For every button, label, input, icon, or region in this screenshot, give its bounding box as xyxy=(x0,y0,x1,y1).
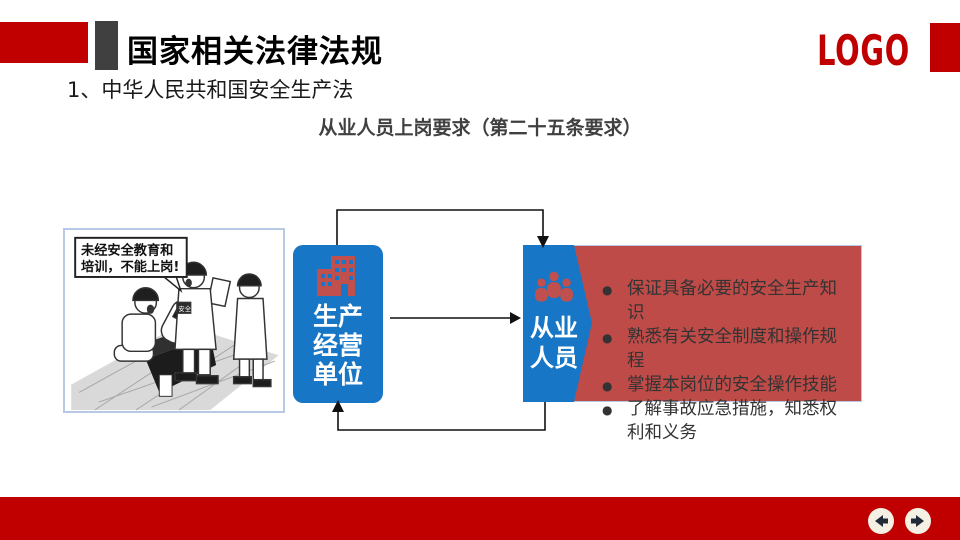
footer-bar xyxy=(0,497,960,540)
arrowhead-right xyxy=(510,312,521,324)
next-slide-button[interactable] xyxy=(905,508,931,534)
safety-cartoon-image: 安全 未经安全教育和 培训，不能上岗! xyxy=(63,228,285,413)
requirement-item: 保证具备必要的安全生产知识 xyxy=(600,277,848,325)
cartoon-safety-officer xyxy=(174,261,232,385)
speech-bubble: 未经安全教育和 培训，不能上岗! xyxy=(74,236,188,293)
header-red-block-right xyxy=(930,23,960,72)
arrow-left-icon xyxy=(875,515,888,527)
speech-line-2: 培训，不能上岗! xyxy=(81,258,179,275)
prev-slide-button[interactable] xyxy=(868,508,894,534)
header-red-block-left xyxy=(0,22,88,63)
cartoon-illustration: 安全 未经安全教育和 培训，不能上岗! xyxy=(71,236,279,411)
arrow-right-icon xyxy=(911,515,924,527)
logo-text: LOGO xyxy=(817,27,910,76)
armband-label: 安全 xyxy=(178,304,191,313)
page-title: 国家相关法律法规 xyxy=(127,34,383,70)
cartoon-worker xyxy=(232,273,272,388)
requirement-item: 熟悉有关安全制度和操作规程 xyxy=(600,325,848,373)
speech-line-1: 未经安全教育和 xyxy=(80,241,173,258)
requirements-list: 保证具备必要的安全生产知识 熟悉有关安全制度和操作规程 掌握本岗位的安全操作技能… xyxy=(600,277,848,445)
production-unit-label-line: 经营 xyxy=(312,331,363,360)
employees-label-block: 从业 人员 xyxy=(523,245,585,402)
slide-subtitle: 1、中华人民共和国安全生产法 xyxy=(67,78,354,102)
production-unit-label-line: 单位 xyxy=(312,360,363,389)
requirement-item: 掌握本岗位的安全操作技能 xyxy=(600,373,848,398)
employees-label-line: 人员 xyxy=(530,344,578,372)
building-icon xyxy=(317,256,355,296)
production-unit-box: 生产 经营 单位 xyxy=(293,245,383,403)
people-group-icon xyxy=(535,271,573,302)
requirement-item: 了解事故应急措施，知悉权利和义务 xyxy=(600,397,848,445)
header-gray-accent xyxy=(95,21,118,70)
section-heading: 从业人员上岗要求（第二十五条要求） xyxy=(318,117,642,139)
employees-label-line: 从业 xyxy=(530,314,578,342)
production-unit-label-line: 生产 xyxy=(312,302,363,331)
